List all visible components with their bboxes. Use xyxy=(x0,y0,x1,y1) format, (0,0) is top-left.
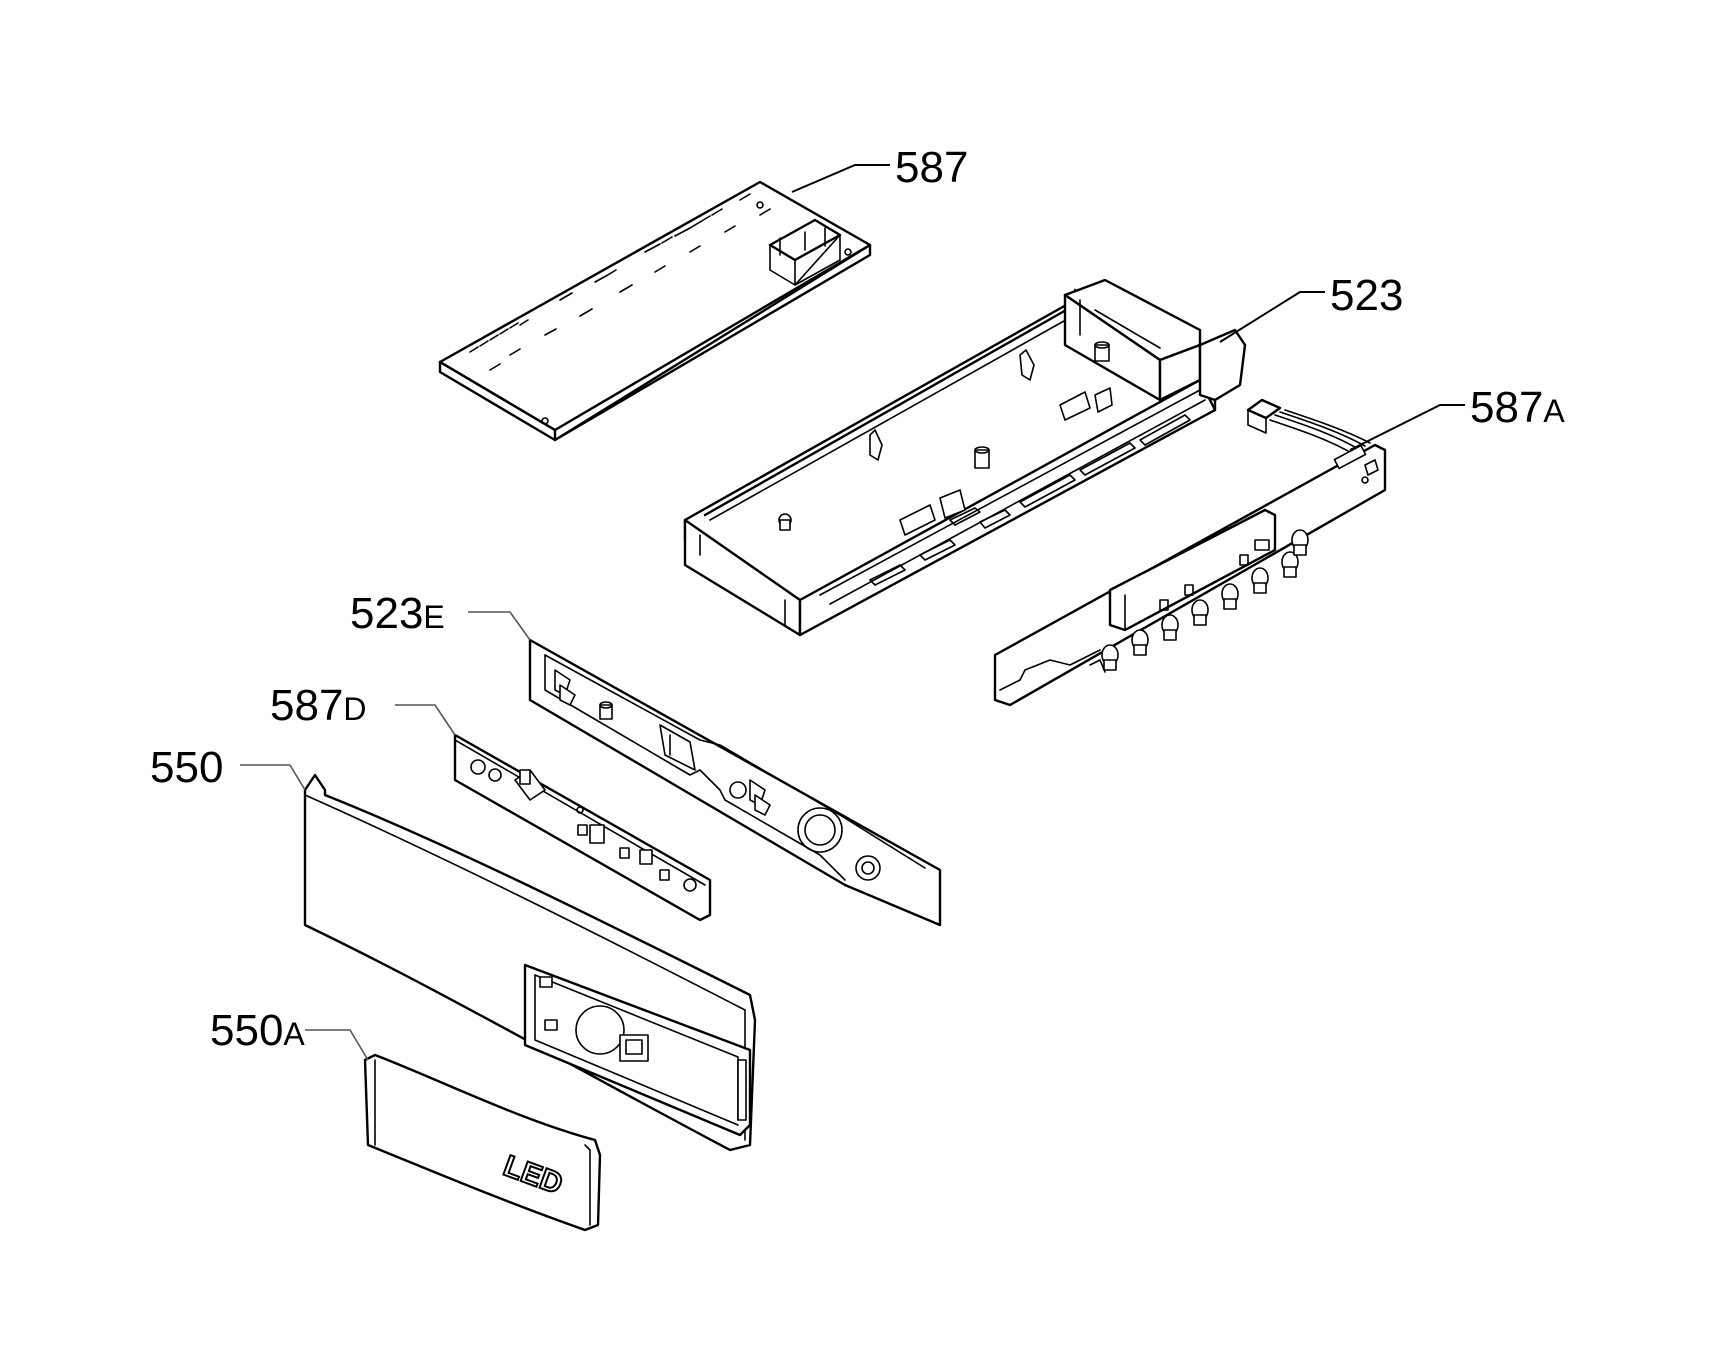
label-550a: 550A xyxy=(210,1006,305,1055)
tact-button xyxy=(1251,567,1269,594)
mounting-hole xyxy=(756,201,764,209)
ribbon-cable xyxy=(1246,398,1371,470)
housing-floor-ribs xyxy=(819,389,1206,605)
label-587d: 587D xyxy=(270,681,367,730)
tact-button xyxy=(1281,551,1299,578)
bezel-knob-hole xyxy=(797,807,843,853)
tact-button xyxy=(1221,583,1239,610)
part-523e-bezel-frame xyxy=(528,638,942,927)
button-row xyxy=(1101,529,1309,671)
tact-button xyxy=(1291,529,1309,556)
board-slots xyxy=(469,193,771,371)
part-587-control-board xyxy=(438,180,872,442)
part-587d-led-board xyxy=(453,733,712,922)
part-550a-led-cover: LED xyxy=(363,1053,602,1232)
tact-button xyxy=(1101,644,1119,671)
bezel-hole xyxy=(855,855,881,881)
label-523e: 523E xyxy=(350,589,445,638)
part-550-front-cover xyxy=(303,773,757,1152)
part-523-control-housing xyxy=(683,278,1247,637)
tact-button xyxy=(1161,614,1179,641)
part-labels: 587 523 587A 523E 587D 550 550A xyxy=(150,143,1565,1055)
front-cover-window xyxy=(523,963,752,1137)
mounting-hole xyxy=(844,248,852,256)
part-587a-button-board xyxy=(993,398,1387,707)
label-587a: 587A xyxy=(1470,383,1565,432)
label-523: 523 xyxy=(1330,271,1403,320)
board-connector xyxy=(768,218,842,286)
tact-button xyxy=(1191,599,1209,626)
mounting-hole xyxy=(541,417,549,425)
leader-lines xyxy=(240,164,1465,1061)
bezel-hole xyxy=(729,781,747,799)
label-587: 587 xyxy=(895,143,968,192)
housing-end-box xyxy=(1063,278,1202,402)
tact-button xyxy=(1131,629,1149,656)
front-cover-knob-hole xyxy=(575,1005,625,1055)
label-550: 550 xyxy=(150,743,223,792)
